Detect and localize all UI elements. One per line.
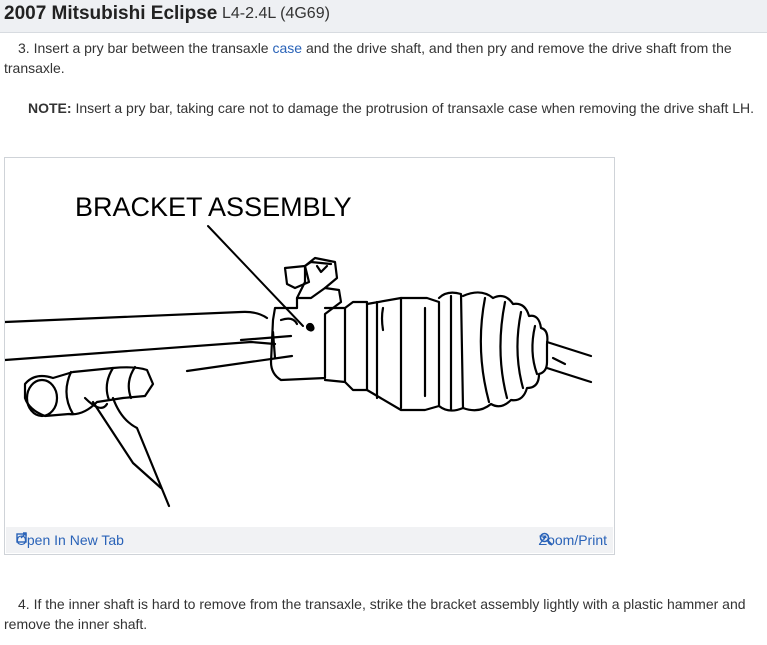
step-4-body: 4. If the inner shaft is hard to remove … [4, 596, 746, 632]
note-text: NOTE: Insert a pry bar, taking care not … [28, 98, 754, 118]
open-in-new-tab-label: Open In New Tab [16, 532, 124, 548]
open-in-new-tab-button[interactable]: Open In New Tab [16, 532, 124, 548]
step-3-text: 3. Insert a pry bar between the transaxl… [4, 38, 762, 78]
bracket-assembly-illustration: BRACKET ASSEMBLY [5, 192, 593, 508]
engine-spec: L4-2.4L (4G69) [222, 5, 330, 22]
magnifier-icon [539, 532, 553, 546]
zoom-print-label: Zoom/Print [538, 532, 607, 548]
figure-callout: BRACKET ASSEMBLY [75, 192, 352, 222]
note-label: NOTE: [28, 100, 72, 116]
case-link[interactable]: case [272, 40, 303, 56]
step-4-text: 4. If the inner shaft is hard to remove … [4, 594, 762, 634]
step-3-text-start: 3. Insert a pry bar between the transaxl… [18, 40, 273, 56]
figure-toolbar: Open In New Tab Zoom/Print [6, 527, 613, 553]
note-body: Insert a pry bar, taking care not to dam… [71, 100, 755, 116]
zoom-print-button[interactable]: Zoom/Print [539, 532, 607, 548]
open-new-tab-icon [16, 532, 27, 543]
figure-panel: BRACKET ASSEMBLY Open In New Tab Zoom/Pr… [4, 157, 615, 555]
step-3-text-end: and the drive shaft, and then pry and re… [4, 40, 732, 76]
vehicle-title: 2007 Mitsubishi Eclipse [4, 3, 218, 24]
page-header: 2007 Mitsubishi Eclipse L4-2.4L (4G69) [0, 0, 767, 33]
